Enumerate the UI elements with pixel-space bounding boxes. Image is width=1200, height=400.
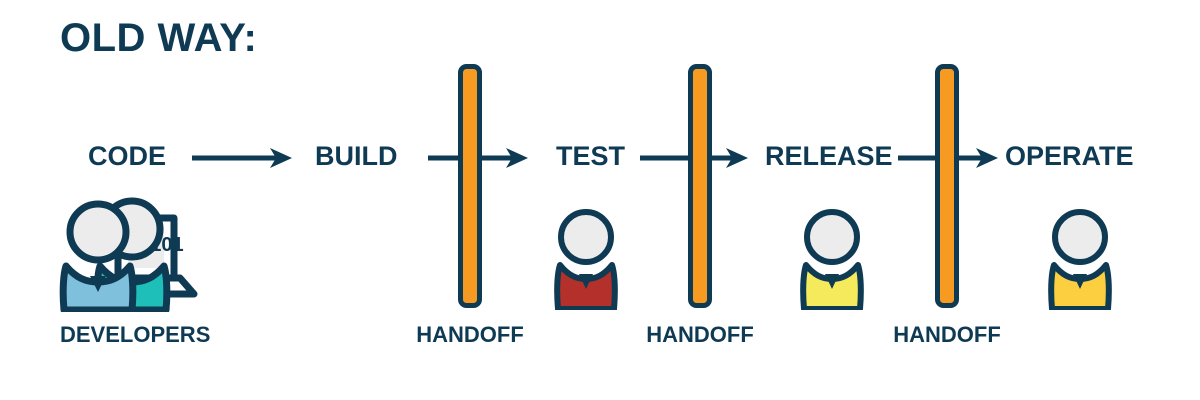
person-release-icon: [792, 205, 872, 312]
person-operate-icon: [1040, 205, 1120, 312]
handoff-label-1: HANDOFF: [416, 322, 524, 347]
handoff-bar-3: [935, 64, 959, 308]
handoff-label-2: HANDOFF: [646, 322, 754, 347]
person-test-icon: [546, 205, 626, 312]
handoff-bar-1: [458, 64, 482, 308]
stage-label-release: RELEASE: [765, 141, 893, 171]
developers-label: DEVELOPERS: [60, 322, 211, 347]
developer-left: [59, 200, 137, 314]
handoff-label-3: HANDOFF: [893, 322, 1001, 347]
stage-label-code: CODE: [88, 141, 167, 171]
arrow-test-to-release: [640, 144, 748, 172]
stage-label-build: BUILD: [315, 141, 398, 171]
arrow-code-to-build: [192, 144, 292, 172]
page-title: OLD WAY:: [60, 16, 258, 60]
handoff-bar-2: [688, 64, 712, 308]
stage-label-operate: OPERATE: [1005, 141, 1134, 171]
developers-icon: 10101: [56, 196, 232, 314]
stage-label-test: TEST: [556, 141, 626, 171]
